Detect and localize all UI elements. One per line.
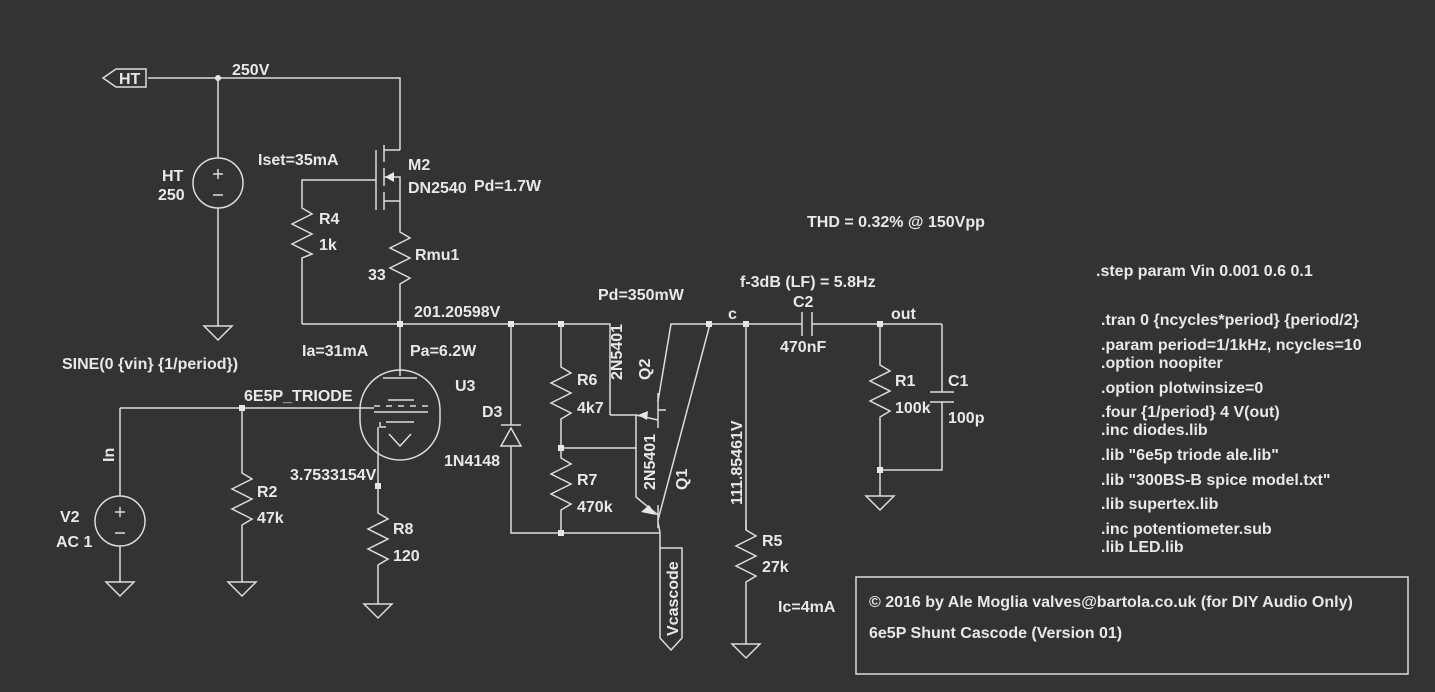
node-c-label: c (728, 306, 737, 323)
ic-label: Ic=4mA (778, 599, 836, 616)
directive-line: .tran 0 {ncycles*period} {period/2} (1101, 312, 1359, 329)
c1-name-label: C1 (948, 373, 969, 390)
directive-line: .inc diodes.lib (1101, 422, 1208, 439)
ht-source-name: HT (162, 168, 184, 185)
directive-line: .lib "6e5p triode ale.lib" (1101, 447, 1279, 464)
in-net-label: In (101, 448, 118, 462)
ground-symbol (864, 495, 896, 512)
ground-symbol (730, 643, 762, 660)
pa-label: Pa=6.2W (410, 343, 477, 360)
r5-name-label: R5 (762, 533, 783, 550)
r7-value-label: 470k (577, 499, 613, 516)
sine-spec-label: SINE(0 {vin} {1/period}) (62, 356, 238, 373)
r4-name-label: R4 (319, 211, 340, 228)
directive-line: .option plotwinsize=0 (1101, 380, 1263, 397)
iset-label: Iset=35mA (258, 152, 339, 169)
capacitor-c1[interactable] (877, 324, 954, 473)
credit-line-1: © 2016 by Ale Moglia valves@bartola.co.u… (869, 594, 1353, 611)
directive-line: .lib supertex.lib (1101, 496, 1219, 513)
ht-source-value: 250 (158, 187, 185, 204)
resistor-r7[interactable] (549, 448, 573, 533)
r2-value-label: 47k (257, 510, 284, 527)
ia-label: Ia=31mA (302, 343, 369, 360)
directive-line: .step param Vin 0.001 0.6 0.1 (1096, 263, 1313, 280)
r5-value-label: 27k (762, 559, 789, 576)
ground-symbol (226, 581, 258, 598)
directive-line: .option noopiter (1101, 355, 1223, 372)
thd-label: THD = 0.32% @ 150Vpp (807, 214, 985, 231)
ground-symbol (202, 325, 234, 342)
ht-rail (148, 75, 401, 150)
rmu1-name-label: Rmu1 (415, 247, 460, 264)
vcascode-net-flag[interactable]: Vcascode (659, 547, 683, 652)
r7-name-label: R7 (577, 472, 598, 489)
r2-name-label: R2 (257, 484, 278, 501)
transistor-q1[interactable] (635, 323, 711, 548)
m2-mosfet[interactable] (301, 145, 401, 212)
r8-name-label: R8 (393, 521, 414, 538)
r6-name-label: R6 (577, 372, 598, 389)
c1-value-label: 100p (948, 410, 985, 427)
resistor-r1[interactable] (868, 324, 892, 496)
directive-line: .lib LED.lib (1101, 539, 1184, 556)
directive-line: .inc potentiometer.sub (1101, 521, 1272, 538)
q2-name-label: Q2 (637, 359, 654, 380)
c2-value-label: 470nF (780, 339, 826, 356)
transistor-q2[interactable] (610, 323, 746, 448)
q-pd-label: Pd=350mW (598, 287, 685, 304)
r1-value-label: 100k (895, 400, 931, 417)
resistor-r5[interactable] (734, 520, 758, 644)
divider-tap-wire (558, 445, 636, 451)
vcascode-label: Vcascode (665, 561, 682, 636)
directive-line: .lib "300BS-B spice model.txt" (1101, 472, 1330, 489)
c2-name-label: C2 (793, 294, 814, 311)
v2-value-label: AC 1 (56, 534, 93, 551)
directive-line: .param period=1/1kHz, ncycles=10 (1101, 337, 1362, 354)
ht-rail-voltage-label: 250V (232, 62, 270, 79)
q2-part-label: 2N5401 (609, 324, 626, 380)
d3-name-label: D3 (482, 404, 503, 421)
cathode-voltage-label: 3.7533154V (290, 467, 377, 484)
f3db-label: f-3dB (LF) = 5.8Hz (740, 274, 876, 291)
anode-node-voltage: 201.20598V (414, 304, 501, 321)
rmu1-value-label: 33 (368, 267, 386, 284)
r6-value-label: 4k7 (577, 400, 604, 417)
r4-value-label: 1k (319, 237, 337, 254)
out-net-label: out (891, 306, 917, 323)
ht-net-flag[interactable]: HT (101, 68, 147, 88)
m2-name-label: M2 (408, 157, 430, 174)
v2-name-label: V2 (60, 509, 80, 526)
triode-u3[interactable] (359, 369, 441, 486)
r1-name-label: R1 (895, 373, 916, 390)
q1-name-label: Q1 (674, 469, 691, 490)
d3-part-label: 1N4148 (444, 453, 500, 470)
spice-directives: .step param Vin 0.001 0.6 0.1 .tran 0 {n… (1096, 263, 1362, 556)
ground-symbol (104, 581, 136, 598)
voltage-source-v2[interactable] (94, 495, 146, 582)
u3-model-label: 6E5P_TRIODE (244, 388, 353, 405)
emitter-voltage-label: 111.85461V (729, 420, 746, 505)
m2-pd-label: Pd=1.7W (474, 178, 542, 195)
resistor-r8[interactable] (366, 486, 390, 604)
ground-symbol (362, 603, 394, 620)
r8-value-label: 120 (393, 548, 420, 565)
m2-part-label: DN2540 (408, 180, 467, 197)
credit-box: © 2016 by Ale Moglia valves@bartola.co.u… (855, 576, 1409, 675)
ht-flag-label: HT (119, 71, 141, 88)
ht-voltage-source[interactable] (192, 78, 244, 326)
q1-part-label: 2N5401 (642, 434, 659, 490)
resistor-r2[interactable] (230, 408, 254, 582)
resistor-r4[interactable] (290, 200, 314, 324)
resistor-rmu1[interactable] (388, 212, 412, 324)
credit-line-2: 6e5P Shunt Cascode (Version 01) (869, 625, 1122, 642)
directive-line: .four {1/period} 4 V(out) (1101, 404, 1280, 421)
resistor-r6[interactable] (549, 324, 573, 448)
u3-name-label: U3 (455, 378, 476, 395)
